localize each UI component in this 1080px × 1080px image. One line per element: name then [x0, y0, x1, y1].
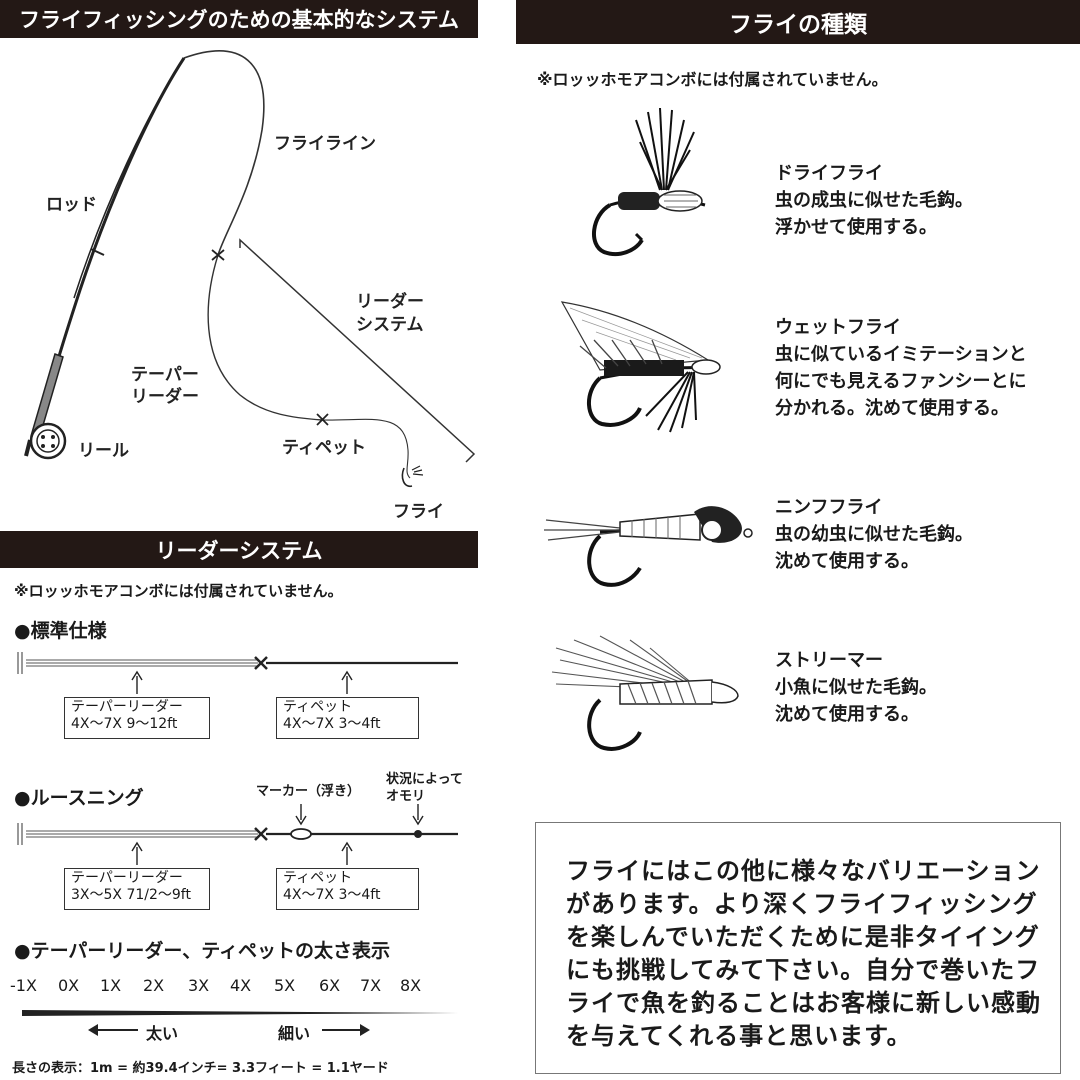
message-box: フライにはこの他に様々なバリエーション があります。より深くフライフィッシング … [535, 822, 1061, 1074]
standard-tippet-box-line2: 4X〜7X 3〜4ft [283, 716, 381, 732]
scale-tick-label: 5X [274, 976, 296, 995]
label-reel: リール [78, 441, 129, 461]
loose-tippet-box-line2: 4X〜7X 3〜4ft [283, 887, 381, 903]
scale-tick-label: 7X [360, 976, 382, 995]
fly-desc-line: 沈めて使用する。 [775, 704, 919, 725]
leader-header: リーダーシステム [0, 531, 478, 568]
label-leader-system-1: リーダー [356, 292, 424, 312]
loose-leader-box-line2: 3X〜5X 71/2〜9ft [71, 887, 191, 903]
loose-title: ●ルースニング [14, 787, 144, 809]
scale-tick-label: 2X [143, 976, 165, 995]
standard-line-drawing [17, 652, 458, 694]
fly-name: ウェットフライ [775, 317, 901, 338]
message-line: があります。より深くフライフィッシング [566, 890, 1038, 918]
thickness-scale-drawing [22, 1010, 458, 1036]
length-note: 長さの表示：1m = 約39.4インチ= 3.3フィート = 1.1ヤード [12, 1061, 389, 1076]
system-header-text: フライフィッシングのための基本的なシステム [19, 8, 459, 32]
label-tapered-leader-2: リーダー [131, 387, 199, 407]
scale-tick-label: 0X [58, 976, 80, 995]
label-rod: ロッド [46, 195, 97, 215]
sinker-label-2: オモリ [386, 789, 426, 804]
dry-fly-drawing [591, 107, 706, 257]
standard-title: ●標準仕様 [14, 620, 107, 642]
sinker-label-1: 状況によって [386, 772, 463, 787]
fly-name: ドライフライ [775, 163, 883, 184]
scale-tick-label: 3X [188, 976, 210, 995]
flies-header-text: フライの種類 [729, 12, 867, 38]
loose-leader-box-line1: テーパーリーダー [71, 870, 183, 886]
fly-desc-line: 浮かせて使用する。 [775, 217, 937, 238]
label-tippet: ティペット [282, 438, 366, 458]
scale-tick-label: 6X [319, 976, 341, 995]
label-leader-system-2: システム [356, 315, 424, 335]
standard-leader-box: テーパーリーダー 4X〜7X 9〜12ft [64, 697, 210, 739]
standard-leader-box-line1: テーパーリーダー [71, 699, 183, 715]
message-line: にも挑戦してみて下さい。自分で巻いたフ [566, 956, 1041, 984]
scale-tick-label: 1X [100, 976, 122, 995]
thickness-scale: -1X 0X 1X 2X 3X 4X 5X 6X 7X 8X [8, 976, 438, 998]
thick-label: 太い [146, 1024, 179, 1043]
loose-tippet-box-line1: ティペット [283, 870, 353, 886]
label-fly-line: フライライン [274, 134, 376, 154]
message-line: ライで魚を釣ることはお客様に新しい感動 [566, 989, 1041, 1017]
fly-name: ストリーマー [775, 650, 883, 671]
fly-desc-line: 何にでも見えるファンシーとに [775, 371, 1027, 392]
fly-name: ニンフフライ [775, 497, 883, 518]
flies-note: ※ロッッホモアコンボには付属されていません。 [537, 70, 888, 89]
label-tapered-leader-1: テーパー [131, 365, 199, 385]
fly-item-wet: ウェットフライ 虫に似ているイミテーションと 何にでも見えるファンシーとに 分か… [775, 314, 1027, 422]
loose-tippet-box: ティペット 4X〜7X 3〜4ft [276, 868, 419, 910]
message-line: フライにはこの他に様々なバリエーション [566, 857, 1041, 885]
message-line: を与えてくれる事と思います。 [566, 1022, 912, 1050]
scale-tick-label: 8X [400, 976, 422, 995]
fly-desc-line: 虫の成虫に似せた毛鈎。 [775, 190, 973, 211]
loose-line-drawing [17, 804, 458, 865]
label-fly: フライ [393, 502, 444, 522]
fly-line-drawing [183, 50, 265, 256]
reel-drawing [29, 422, 67, 460]
fly-desc-line: 虫に似ているイミテーションと [775, 344, 1027, 365]
wet-fly-drawing [560, 301, 721, 433]
scale-tick-label: -1X [10, 976, 37, 995]
flies-header: フライの種類 [516, 0, 1080, 44]
thickness-title: ●テーパーリーダー、ティペットの太さ表示 [14, 940, 391, 962]
nymph-fly-drawing [544, 506, 753, 587]
standard-tippet-box-line1: ティペット [283, 699, 353, 715]
standard-tippet-box: ティペット 4X〜7X 3〜4ft [276, 697, 419, 739]
standard-leader-box-line2: 4X〜7X 9〜12ft [71, 716, 178, 732]
tippet-drawing [321, 418, 411, 479]
fly-item-streamer: ストリーマー 小魚に似せた毛鈎。 沈めて使用する。 [775, 647, 937, 728]
thin-label: 細い [278, 1024, 311, 1043]
fly-item-nymph: ニンフフライ 虫の幼虫に似せた毛鈎。 沈めて使用する。 [775, 494, 973, 575]
system-header: フライフィッシングのための基本的なシステム [0, 0, 478, 38]
marker-label: マーカー（浮き） [256, 784, 361, 799]
scale-tick-label: 4X [230, 976, 252, 995]
message-line: を楽しんでいただくために是非タイイング [566, 923, 1040, 951]
leader-system-bracket [239, 238, 476, 463]
fly-item-dry: ドライフライ 虫の成虫に似せた毛鈎。 浮かせて使用する。 [775, 160, 973, 241]
fly-desc-line: 小魚に似せた毛鈎。 [775, 677, 937, 698]
leader-header-text: リーダーシステム [155, 538, 323, 563]
fly-desc-line: 分かれる。沈めて使用する。 [775, 398, 1009, 419]
fly-desc-line: 沈めて使用する。 [775, 551, 919, 572]
streamer-drawing [551, 635, 739, 751]
small-fly-drawing [401, 465, 424, 488]
fly-desc-line: 虫の幼虫に似せた毛鈎。 [775, 524, 973, 545]
loose-leader-box: テーパーリーダー 3X〜5X 71/2〜9ft [64, 868, 210, 910]
knot-marks [211, 249, 329, 426]
tapered-leader-drawing [207, 254, 323, 421]
leader-note: ※ロッッホモアコンボには付属されていません。 [14, 582, 343, 600]
